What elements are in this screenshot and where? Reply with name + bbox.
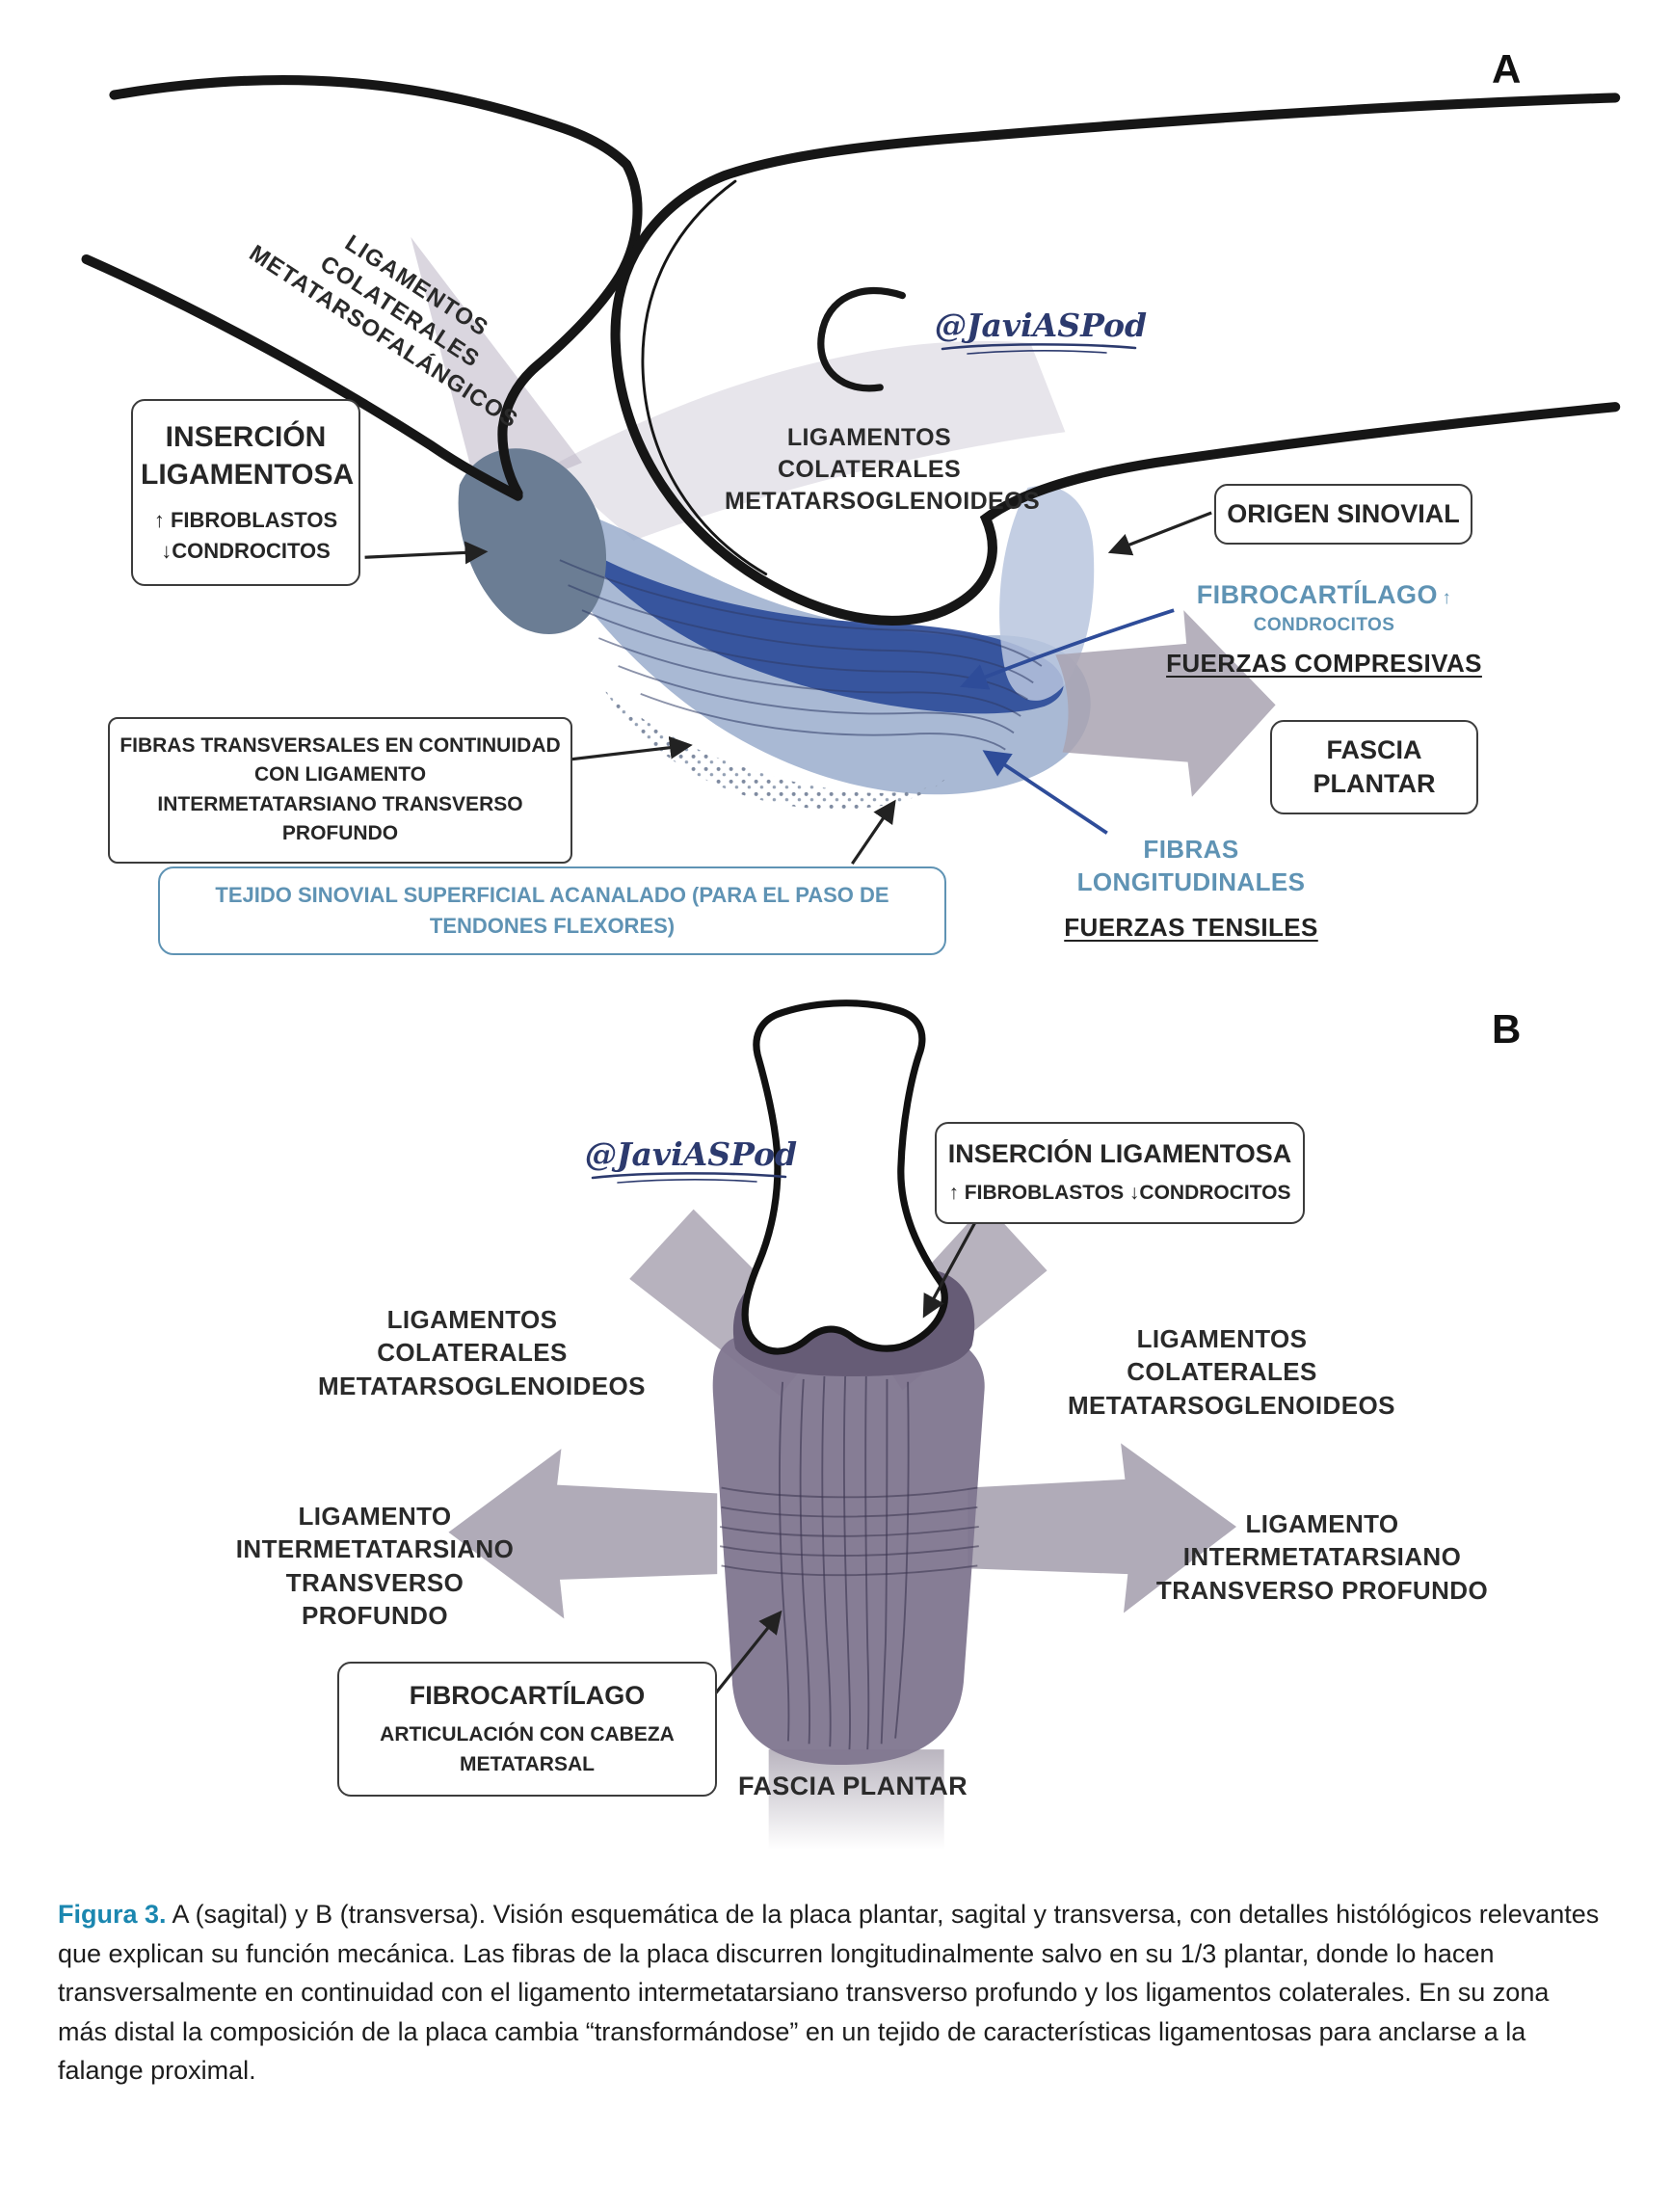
fibras-transversales-label: FIBRAS TRANSVERSALES EN CONTINUIDAD CON …: [119, 734, 561, 845]
signature-flourish-b: [591, 1172, 787, 1184]
arrow-fibras-transversales: [570, 735, 693, 761]
insercion-ligamentosa-box-b: INSERCIÓN LIGAMENTOSA ↑ FIBROBLASTOS ↓CO…: [935, 1122, 1305, 1224]
fibrocartilage-band: [573, 543, 1064, 714]
label-fascia-plantar-b: FASCIA PLANTAR: [737, 1772, 968, 1800]
panel-a-illustration: [81, 74, 1621, 866]
tejido-sinovial-label: TEJIDO SINOVIAL SUPERFICIAL ACANALADO (P…: [215, 883, 889, 938]
annotation-arrows-a: [364, 511, 1212, 866]
bones-sagittal: [81, 74, 1621, 626]
insercion-title: INSERCIÓN LIGAMENTOSA: [141, 421, 355, 491]
plate-fibres-transverse: [719, 1486, 979, 1577]
panel-b-letter: B: [1492, 1006, 1522, 1052]
intermetatarsal-arrows: [448, 1443, 1236, 1619]
signature-text: @JaviASPod: [934, 306, 1148, 344]
arrow-fibras-longitudinales: [982, 750, 1108, 835]
author-signature-a: @JaviASPod: [915, 306, 1166, 356]
insercion-b-title: INSERCIÓN LIGAMENTOSA: [947, 1139, 1292, 1168]
arrow-origen-sinovial: [1107, 511, 1212, 556]
insercion-b-sub: ↑ FIBROBLASTOS ↓CONDROCITOS: [948, 1182, 1291, 1205]
label-lig-intermetatarsiano-left: LIGAMENTO INTERMETATARSIANO TRANSVERSO P…: [235, 1502, 515, 1630]
figure-caption-text: A (sagital) y B (transversa). Visión esq…: [58, 1900, 1600, 2085]
fuerzas-tensiles-label: FUERZAS TENSILES: [1064, 912, 1318, 942]
fibrocartilago-b-title: FIBROCARTÍLAGO: [409, 1681, 646, 1710]
longitudinal-fibres: [559, 559, 1043, 751]
fibrocartilago-condrocitos: ↑ CONDROCITOS: [1253, 588, 1452, 635]
figure-caption: Figura 3. A (sagital) y B (transversa). …: [58, 1895, 1600, 2091]
intermetatarsal-arrow-left: [448, 1449, 718, 1619]
intermetatarsal-arrow-right: [968, 1443, 1236, 1613]
fibrocartilago-annotation: FIBROCARTÍLAGO ↑ CONDROCITOS FUERZAS COM…: [1162, 578, 1486, 680]
fascia-plantar-label-a: FASCIA PLANTAR: [1313, 735, 1436, 799]
annotation-arrows-b: [711, 1222, 976, 1698]
fibras-longitudinales-annotation: FIBRAS LONGITUDINALES FUERZAS TENSILES: [1046, 833, 1337, 944]
label-lig-colaterales-right: LIGAMENTOS COLATERALES METATARSOGLENOIDE…: [1068, 1324, 1395, 1420]
proximal-phalanx-dorsal: [109, 74, 643, 498]
metatarsal-cartilage-line: [641, 179, 768, 576]
panel-a-letter: A: [1492, 46, 1522, 92]
annotation-arrows-a-blue: [960, 608, 1175, 835]
plate-fibres-vertical: [779, 1375, 910, 1750]
origen-sinovial-box: ORIGEN SINOVIAL: [1214, 484, 1472, 546]
arrow-fuerzas-compresivas: [960, 608, 1175, 690]
arrow-insercion: [364, 541, 489, 565]
arrow-insercion-b: [922, 1222, 976, 1319]
signature-text-b: @JaviASPod: [584, 1135, 798, 1173]
tejido-sinovial-box: TEJIDO SINOVIAL SUPERFICIAL ACANALADO (P…: [158, 866, 946, 955]
arrow-fibrocartilago-b: [711, 1610, 782, 1698]
label-lig-intermetatarsiano-right: LIGAMENTO INTERMETATARSIANO TRANSVERSO P…: [1155, 1509, 1489, 1605]
proximal-phalanx-plantar: [81, 253, 523, 501]
ligament-insertion-region: [458, 448, 607, 634]
fascia-plantar-arrow: [1055, 610, 1276, 797]
metatarsal-outline: [610, 93, 1621, 626]
fuerzas-compresivas-label: FUERZAS COMPRESIVAS: [1166, 648, 1482, 678]
proximal-phalanx-bone: [741, 999, 948, 1355]
insercion-condrocitos: ↓CONDROCITOS: [161, 538, 331, 563]
arrow-tejido-sinovial: [851, 799, 896, 866]
fibras-longitudinales-label: FIBRAS LONGITUDINALES: [1076, 835, 1306, 897]
origen-sinovial-label: ORIGEN SINOVIAL: [1227, 499, 1460, 528]
fascia-plantar-box: FASCIA PLANTAR: [1270, 720, 1478, 815]
panel-b-illustration: [448, 999, 1236, 1851]
synovial-recess-hook: [817, 286, 906, 392]
fibrocartilago-box-b: FIBROCARTÍLAGO ARTICULACIÓN CON CABEZA M…: [337, 1662, 717, 1797]
fibras-transversales-box: FIBRAS TRANSVERSALES EN CONTINUIDAD CON …: [108, 717, 572, 864]
fascia-plantar-band: [768, 1749, 944, 1851]
insercion-fibroblastos: ↑ FIBROBLASTOS: [153, 508, 338, 532]
fibrocartilago-b-sub: ARTICULACIÓN CON CABEZA METATARSAL: [380, 1723, 675, 1775]
signature-flourish: [941, 343, 1137, 355]
author-signature-b: @JaviASPod: [570, 1135, 811, 1185]
fibrocartilago-line: FIBROCARTÍLAGO ↑ CONDROCITOS: [1162, 578, 1486, 637]
figure-number: Figura 3.: [58, 1900, 167, 1929]
label-lig-colaterales-left: LIGAMENTOS COLATERALES METATARSOGLENOIDE…: [318, 1305, 646, 1400]
label-ligamentos-colaterales-metatarsoglenoideos-a: LIGAMENTOS COLATERALES METATARSOGLENOIDE…: [725, 424, 1041, 515]
insercion-ligamentosa-box: INSERCIÓN LIGAMENTOSA ↑ FIBROBLASTOS ↓CO…: [131, 399, 360, 586]
fibrocartilago-label: FIBROCARTÍLAGO: [1196, 580, 1438, 609]
